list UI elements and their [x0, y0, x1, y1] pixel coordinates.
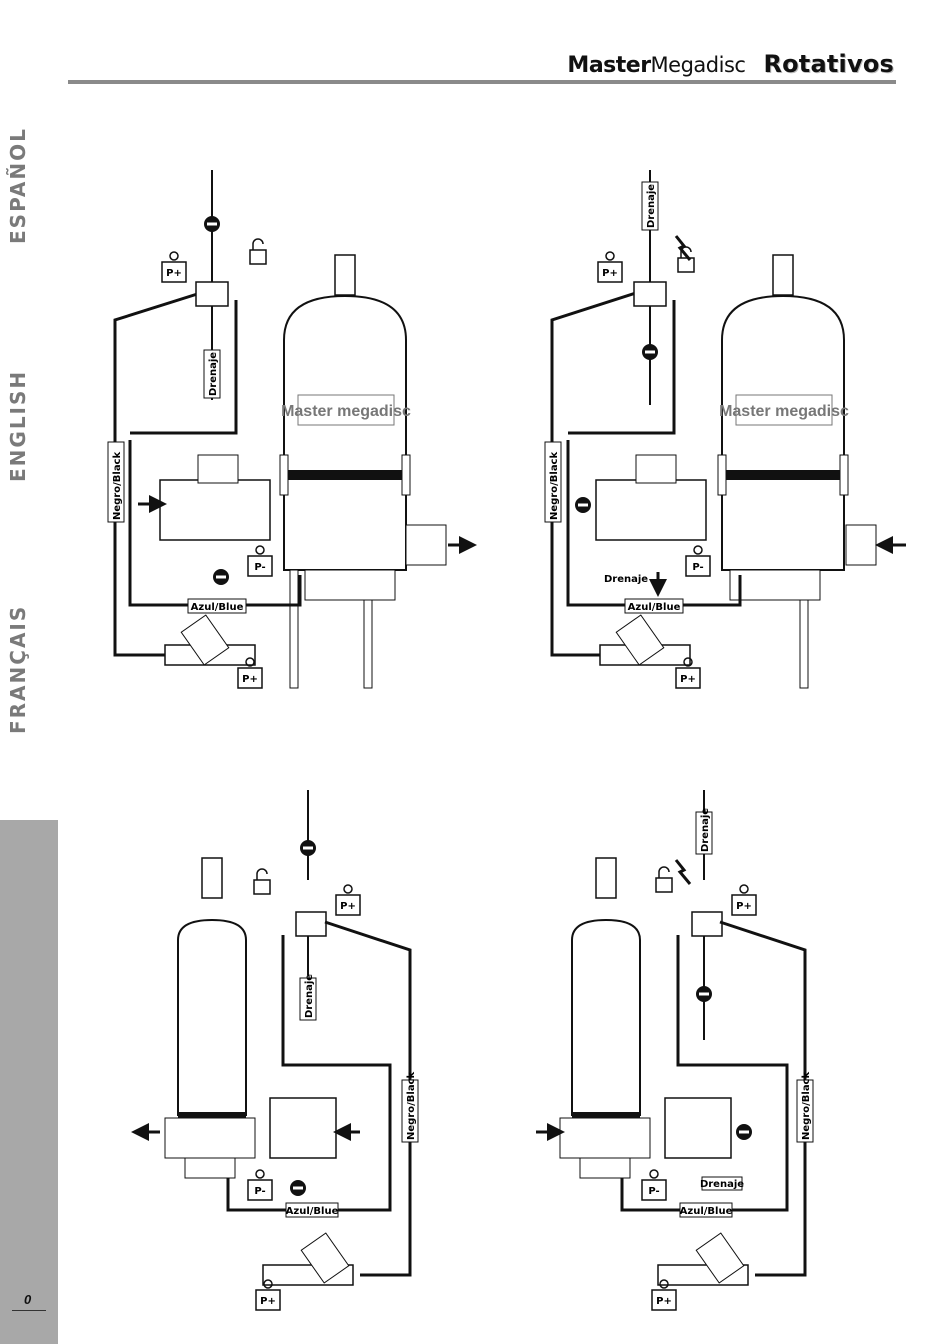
weight-icon: P- [248, 1170, 272, 1200]
padlock-icon [254, 869, 270, 894]
svg-text:P-: P- [254, 562, 265, 573]
svg-text:P+: P+ [736, 901, 752, 912]
weight-icon: P- [686, 546, 710, 576]
minus-circle-icon [575, 497, 591, 513]
label-azul-blue: Azul/Blue [680, 1206, 733, 1217]
svg-text:P+: P+ [602, 268, 618, 279]
minus-circle-icon [642, 344, 658, 360]
label-azul-blue: Azul/Blue [191, 602, 244, 613]
label-negro-black: Negro/Black [801, 1072, 812, 1140]
minus-circle-icon [204, 216, 220, 232]
diagram-top-left: Master megadisc Negro/Black Azul/Blue Dr… [108, 170, 468, 688]
label-drenaje: Drenaje [604, 574, 648, 585]
minus-circle-icon [290, 1180, 306, 1196]
minus-circle-icon [300, 840, 316, 856]
padlock-icon [656, 867, 672, 892]
label-negro-black: Negro/Black [406, 1072, 417, 1140]
svg-text:P-: P- [648, 1186, 659, 1197]
logo-text: Master megadisc [281, 403, 411, 420]
diagram-bottom-right: Negro/Black Azul/Blue Drenaje Drenaje P+… [536, 790, 813, 1310]
svg-text:P+: P+ [680, 674, 696, 685]
label-negro-black: Negro/Black [112, 452, 123, 520]
label-drenaje: Drenaje [646, 184, 657, 228]
lightning-icon [676, 860, 690, 884]
weight-icon: P+ [732, 885, 756, 915]
svg-text:P+: P+ [260, 1296, 276, 1307]
svg-text:P+: P+ [166, 268, 182, 279]
diagram-bottom-left: Negro/Black Azul/Blue Drenaje P+ P+ P- [140, 790, 418, 1310]
svg-text:P+: P+ [340, 901, 356, 912]
label-azul-blue: Azul/Blue [286, 1206, 339, 1217]
svg-text:P+: P+ [656, 1296, 672, 1307]
label-azul-blue: Azul/Blue [628, 602, 681, 613]
label-drenaje: Drenaje [700, 1179, 744, 1190]
diagram-top-right: Master megadisc Negro/Black Azul/Blue Dr… [545, 170, 906, 688]
logo-text: Master megadisc [719, 403, 849, 420]
padlock-icon [250, 239, 266, 264]
svg-text:P-: P- [254, 1186, 265, 1197]
label-drenaje: Drenaje [208, 352, 219, 396]
minus-circle-icon [696, 986, 712, 1002]
label-drenaje: Drenaje [700, 808, 711, 852]
label-negro-black: Negro/Black [549, 452, 560, 520]
weight-icon: P+ [598, 252, 622, 282]
minus-circle-icon [213, 569, 229, 585]
minus-circle-icon [736, 1124, 752, 1140]
weight-icon: P- [642, 1170, 666, 1200]
svg-text:P-: P- [692, 562, 703, 573]
svg-text:P+: P+ [242, 674, 258, 685]
label-drenaje: Drenaje [304, 974, 315, 1018]
weight-icon: P- [248, 546, 272, 576]
weight-icon: P+ [336, 885, 360, 915]
weight-icon: P+ [162, 252, 186, 282]
